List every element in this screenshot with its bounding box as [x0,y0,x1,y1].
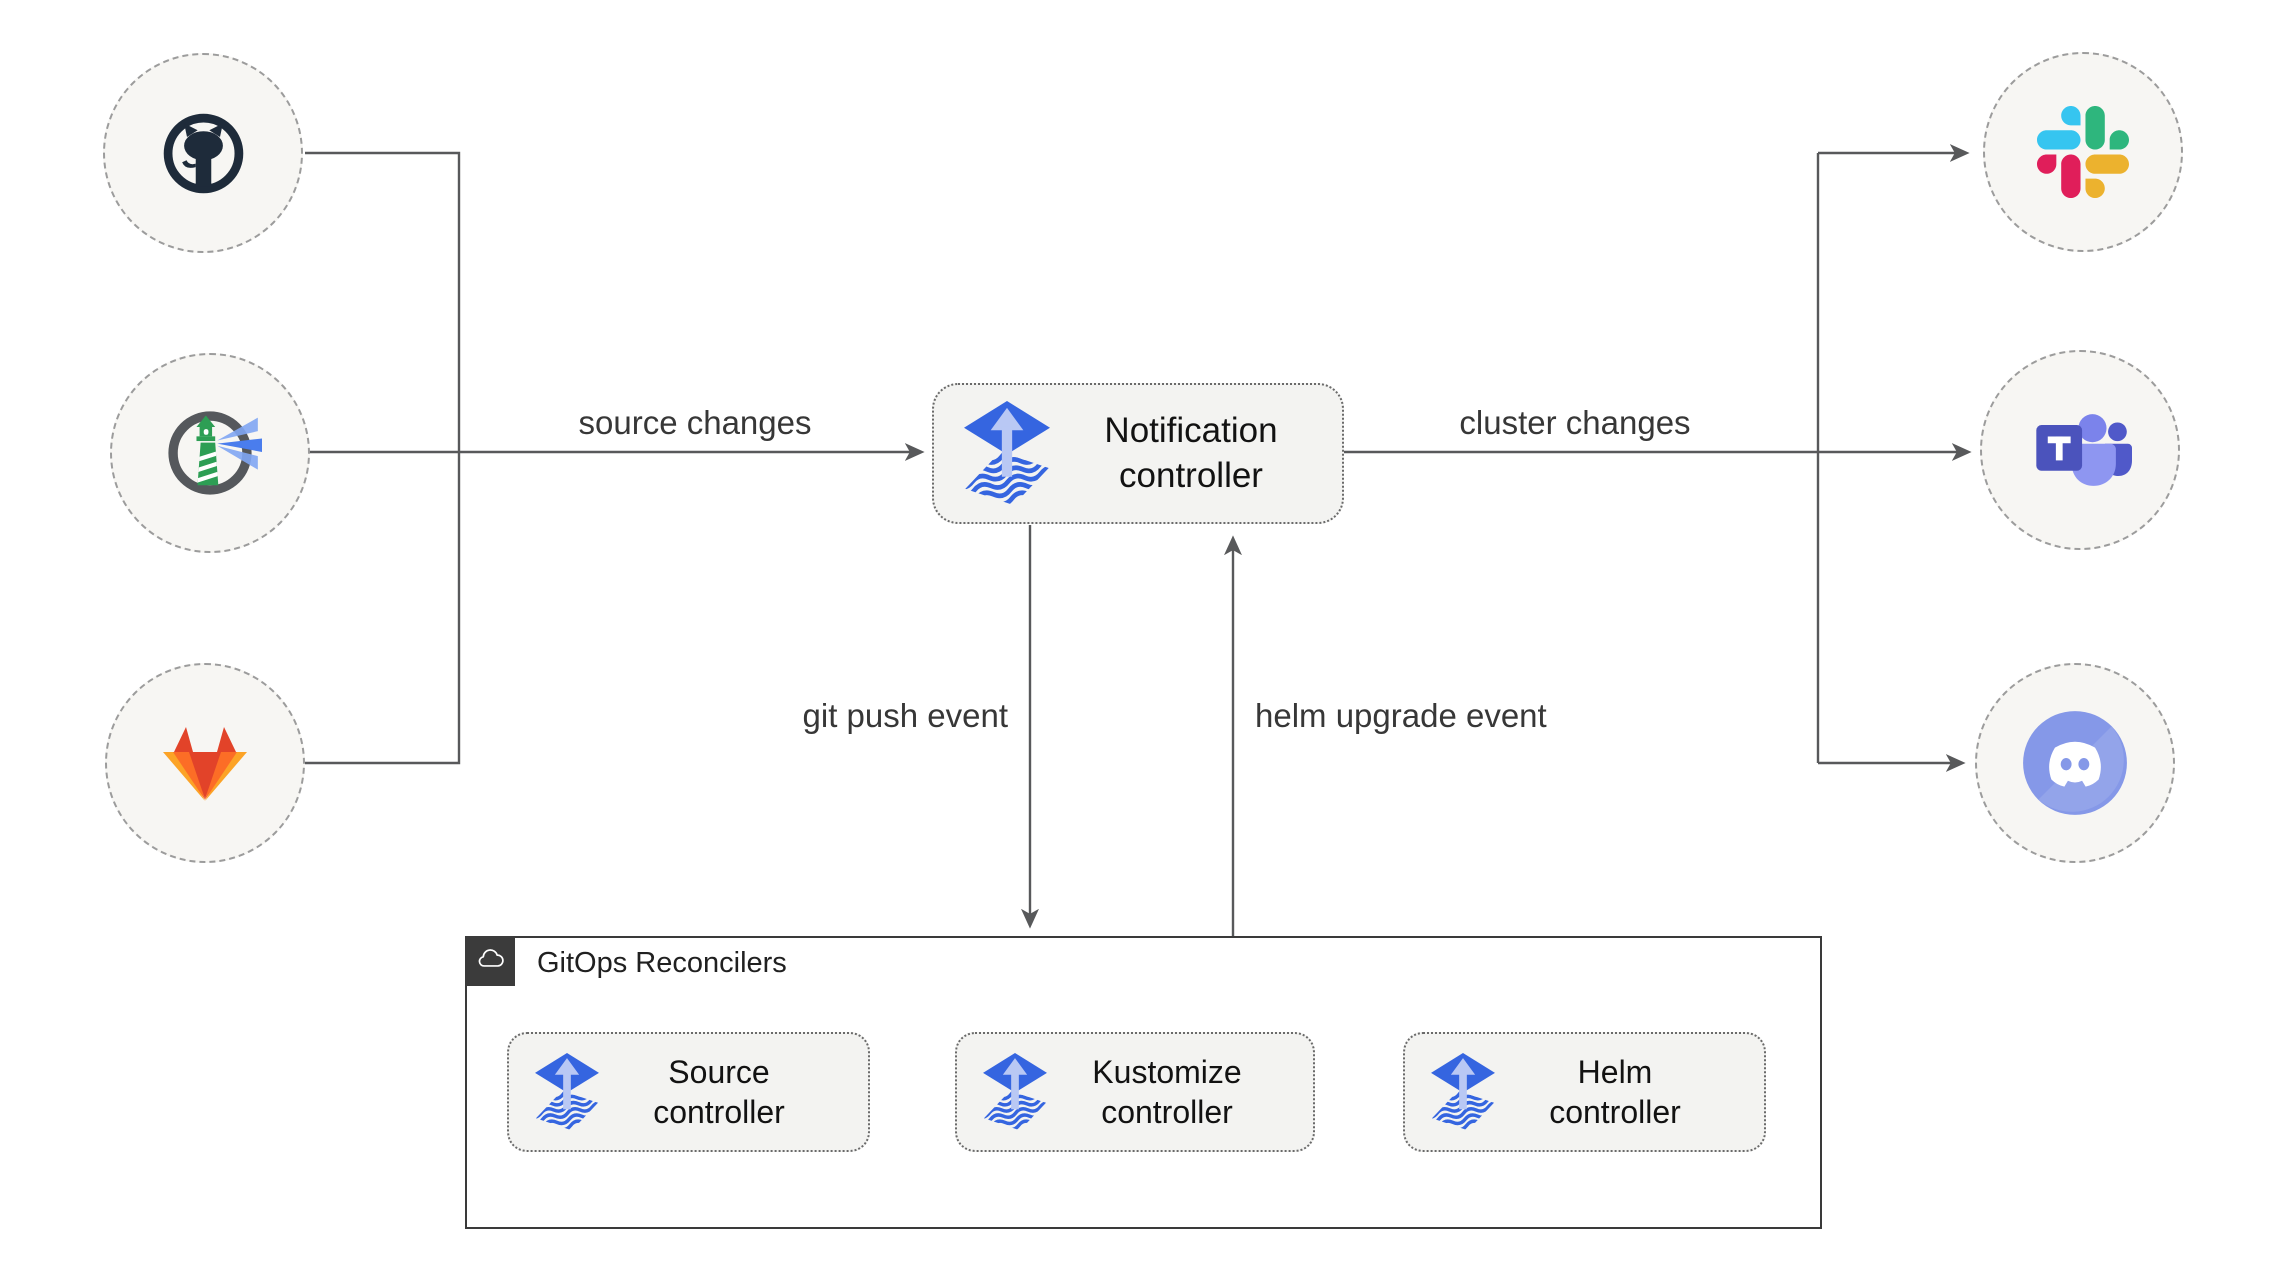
node-notification-controller: Notification controller [932,383,1344,524]
slack-icon [2037,106,2129,198]
flux-icon [983,1053,1047,1131]
node-github [103,53,303,253]
flux-icon [964,401,1050,506]
cloud-icon [473,944,507,978]
gitops-reconcilers-title: GitOps Reconcilers [537,947,787,979]
label-cluster-changes: cluster changes [1459,404,1691,441]
node-harbor [110,353,310,553]
node-slack [1983,52,2183,252]
github-icon [155,105,252,202]
edge-cluster-changes [1344,153,1820,763]
node-helm-controller: Helm controller [1403,1032,1766,1152]
node-source-controller: Source controller [507,1032,870,1152]
node-teams [1980,350,2180,550]
label-helm-upgrade-event: helm upgrade event [1255,697,1547,734]
kustomize-controller-label: Kustomize controller [1092,1054,1242,1130]
teams-icon [2028,398,2132,502]
flux-icon [535,1053,599,1131]
gitlab-icon [155,722,255,804]
harbor-icon [158,401,262,505]
flux-icon [1431,1053,1495,1131]
node-gitlab [105,663,305,863]
discord-icon [2016,704,2134,822]
source-controller-label: Source controller [653,1054,785,1130]
gitops-badge [465,936,515,986]
node-kustomize-controller: Kustomize controller [955,1032,1315,1152]
notification-controller-label: Notification controller [1104,411,1278,495]
node-discord [1975,663,2175,863]
edge-left-bus [305,151,461,765]
label-git-push-event: git push event [802,697,1008,734]
helm-controller-label: Helm controller [1549,1054,1681,1130]
label-source-changes: source changes [578,404,812,441]
